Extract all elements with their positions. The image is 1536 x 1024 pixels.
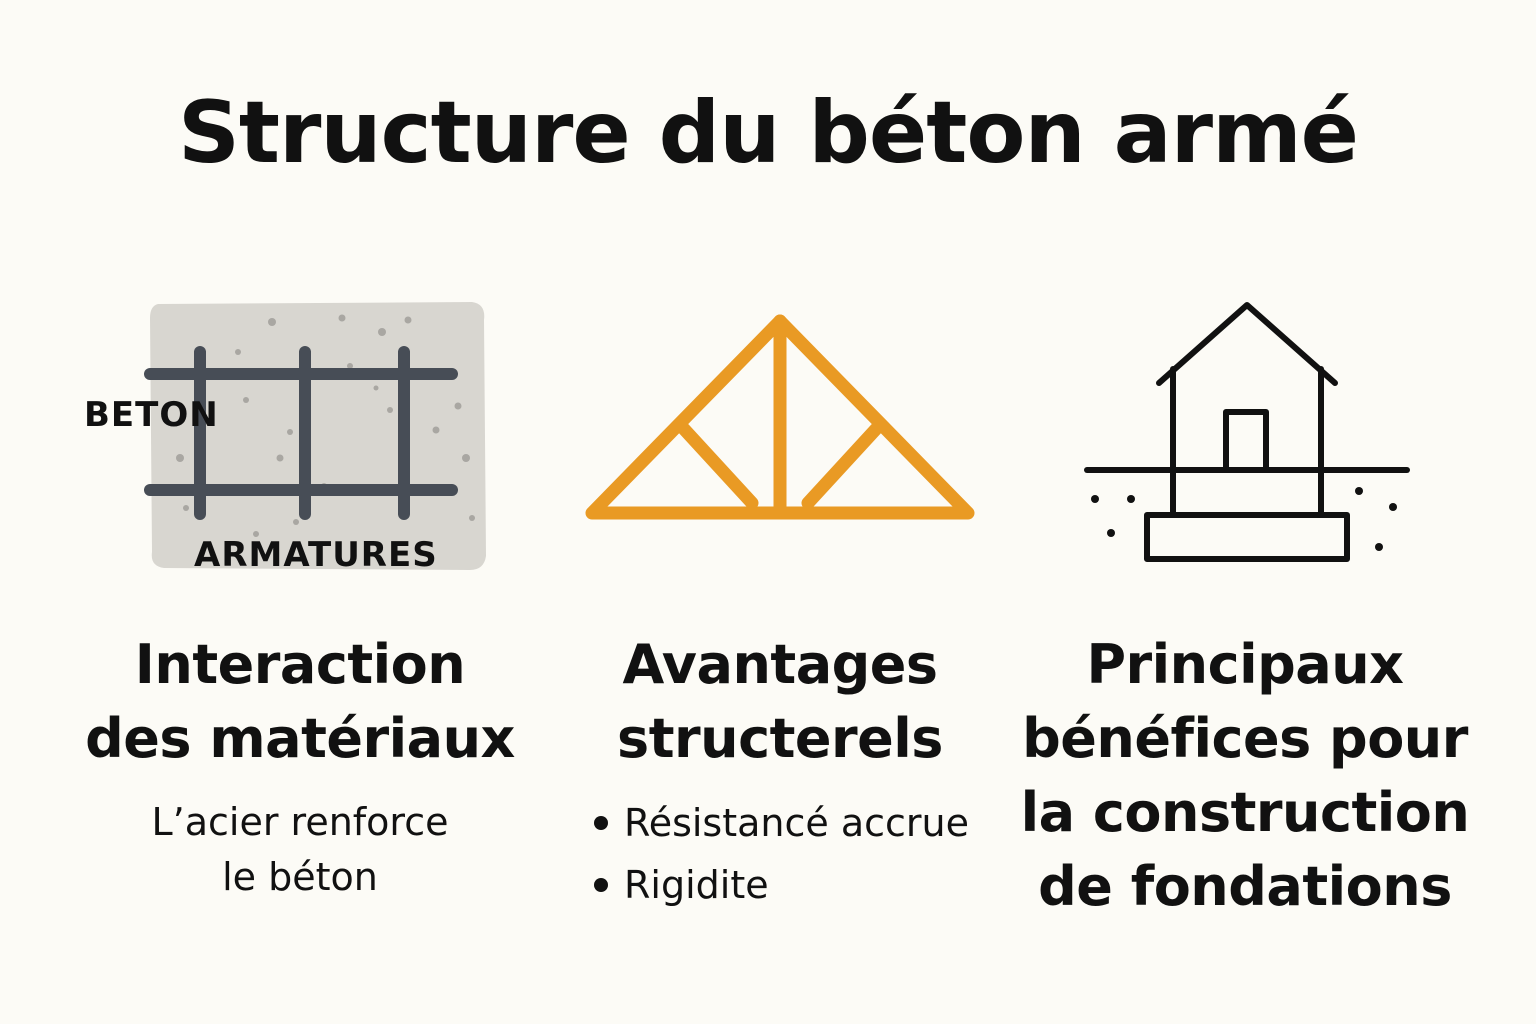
rebar-label: ARMATURES xyxy=(194,535,438,575)
rebar-grid xyxy=(144,346,458,520)
panel-1-heading: Interaction des matériaux xyxy=(80,628,520,776)
panel-2-heading: Avantages structerels xyxy=(560,628,1000,776)
bullet-item: Résistancé accrue xyxy=(588,792,969,854)
panel-2-heading-line: Avantages xyxy=(622,633,938,696)
panel-1-heading-line: Interaction xyxy=(134,633,466,696)
page-title: Structure du béton armé xyxy=(177,83,1359,183)
panel-1-description-line: le béton xyxy=(222,855,378,899)
panel-3-heading-line: bénéfices pour xyxy=(1022,707,1468,770)
truss-right-web xyxy=(801,422,883,510)
panel-1-description: L’acier renforce le béton xyxy=(80,795,520,905)
concrete-aggregate xyxy=(176,314,475,537)
panel-2-heading-line: structerels xyxy=(617,707,943,770)
panel-1-description-line: L’acier renforce xyxy=(151,800,449,844)
panel-3-heading-line: de fondations xyxy=(1038,855,1452,918)
soil-particles xyxy=(1091,487,1397,551)
roof-truss-icon xyxy=(585,314,975,520)
house-roof xyxy=(1156,302,1338,386)
house-foundation-icon xyxy=(1084,302,1410,562)
panel-2-bullet-list: Résistancé accrue Rigidite xyxy=(588,792,969,916)
bullet-item: Rigidite xyxy=(588,854,969,916)
reinforced-concrete-icon xyxy=(144,302,486,570)
truss-left-web xyxy=(677,422,759,510)
panel-3-heading: Principaux bénéfices pour la constructio… xyxy=(1020,628,1470,924)
concrete-label: BETON xyxy=(84,395,219,435)
house-door xyxy=(1223,409,1269,473)
panel-1-heading-line: des matériaux xyxy=(85,707,515,770)
panel-3-heading-line: Principaux xyxy=(1086,633,1404,696)
panel-3-heading-line: la construction xyxy=(1020,781,1470,844)
foundation-footing xyxy=(1144,512,1350,562)
